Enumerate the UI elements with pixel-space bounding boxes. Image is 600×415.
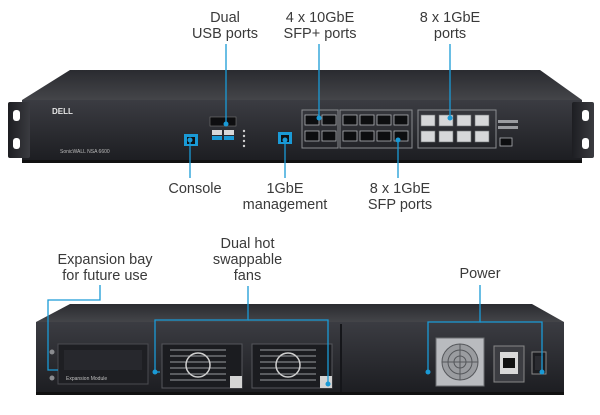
copper-port [420,130,436,143]
expansion-module: Expansion Module [49,343,149,385]
sfp-port [376,130,392,142]
network-port-panel [301,109,518,149]
sfp-plus-port [321,114,337,126]
sfp-port [393,114,409,126]
label-sfp-plus-ports: 4 x 10GbE SFP+ ports [283,10,357,42]
power-inlet [493,345,525,383]
front-callout-dots [187,115,453,143]
rack-ear-left [8,102,30,158]
label-fans: Dual hot swappable fans [212,236,283,284]
label-management: 1GbE management [242,181,328,213]
label-sfp-ports: 8 x 1GbE SFP ports [367,181,433,213]
sfp-port [376,114,392,126]
sfp-port [342,114,358,126]
expansion-module-label: Expansion Module [66,376,107,382]
fan-module-right [251,343,333,389]
sfp-block [339,109,413,149]
copper-port [456,114,472,127]
copper-port [420,114,436,127]
sfp-port [342,130,358,142]
sfp-port [359,130,375,142]
copper-port [456,130,472,143]
front-callouts [189,44,451,178]
sfp-port [393,130,409,142]
label-usb-ports: Dual USB ports [191,10,259,42]
status-leds [242,129,246,148]
model-name: SonicWALL NSA 6600 [60,149,110,155]
copper-port [474,130,490,143]
rack-ear-right [572,102,594,158]
aux-port [499,137,513,147]
sfp-plus-port [304,114,320,126]
copper-port [438,114,454,127]
fan-module-left [161,343,243,389]
sfp-plus-port [304,130,320,142]
label-power: Power [459,266,501,282]
label-expansion-bay: Expansion bay for future use [57,252,153,284]
copper-block [417,109,497,149]
copper-port [438,130,454,143]
sfp-plus-port [321,130,337,142]
usb-ports [209,116,237,140]
sfp-port [359,114,375,126]
label-console: Console [168,181,222,197]
rear-callout-dots [152,369,545,387]
power-supply [435,337,485,387]
port-legend [498,120,518,123]
copper-port [474,114,490,127]
label-copper-ports: 8 x 1GbE ports [419,10,481,42]
brand-logo: DELL [52,107,73,116]
sfp-plus-block [301,109,339,149]
port-legend [498,126,518,129]
